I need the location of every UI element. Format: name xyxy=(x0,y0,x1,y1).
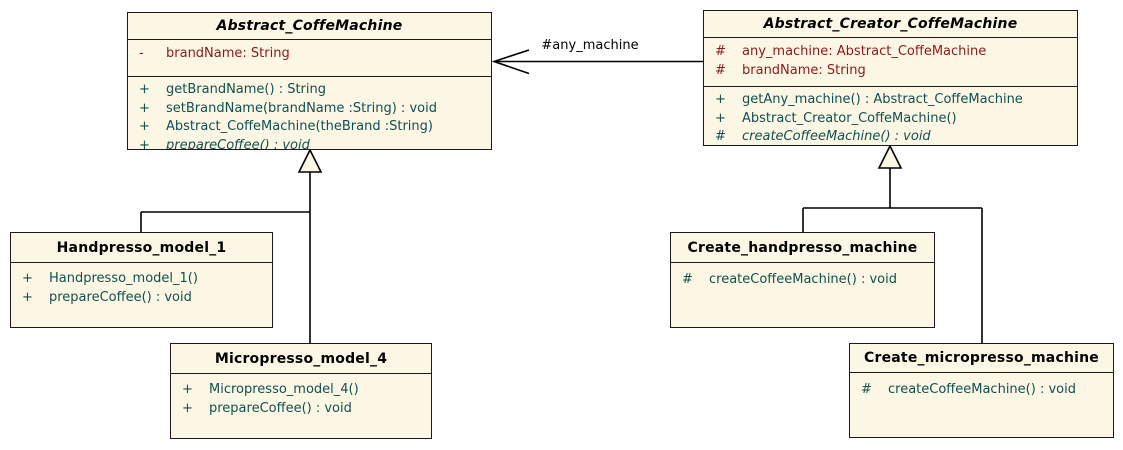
visibility-sign: # xyxy=(715,44,726,59)
visibility-sign: + xyxy=(715,92,726,107)
member-row: + Handpresso_model_1() xyxy=(11,270,272,289)
member-text: any_machine: Abstract_CoffeMachine xyxy=(742,44,987,59)
inheritance-triangle-icon xyxy=(297,148,323,173)
methods-compartment: # createCoffeeMachine() : void xyxy=(671,262,934,327)
visibility-sign: + xyxy=(139,82,150,97)
member-row: + Abstract_Creator_CoffeMachine() xyxy=(704,110,1077,129)
member-text: brandName: String xyxy=(166,46,290,61)
visibility-sign: + xyxy=(22,289,33,305)
class-title: Handpresso_model_1 xyxy=(56,239,227,256)
visibility-sign: # xyxy=(715,62,726,78)
member-text: createCoffeeMachine() : void xyxy=(742,129,931,144)
member-text: brandName: String xyxy=(742,62,866,78)
member-text: Abstract_Creator_CoffeMachine() xyxy=(742,110,957,126)
class-box-micropresso-model-4: Micropresso_model_4 + Micropresso_model_4… xyxy=(170,343,432,439)
visibility-sign: # xyxy=(715,129,726,144)
member-row: # createCoffeeMachine() : void xyxy=(850,381,1113,400)
class-title: Create_micropresso_machine xyxy=(864,350,1099,366)
association-any-machine xyxy=(491,49,703,75)
class-title: Abstract_CoffeMachine xyxy=(216,18,403,34)
visibility-sign: + xyxy=(715,110,726,126)
member-row: + Abstract_CoffeMachine(theBrand :String) xyxy=(128,118,491,137)
methods-compartment: + getBrandName() : String + setBrandName(br… xyxy=(128,76,491,149)
member-row: + prepareCoffee() : void xyxy=(171,400,431,419)
member-text: createCoffeeMachine() : void xyxy=(888,382,1076,397)
member-row: + prepareCoffee() : void xyxy=(128,137,491,150)
class-box-handpresso-model-1: Handpresso_model_1 + Handpresso_model_1()… xyxy=(10,232,273,328)
attributes-compartment: - brandName: String xyxy=(128,39,491,76)
visibility-sign: # xyxy=(861,382,872,397)
member-text: prepareCoffee() : void xyxy=(49,289,192,305)
visibility-sign: + xyxy=(182,382,193,397)
member-row: # brandName: String xyxy=(704,62,1077,81)
open-arrowhead-icon xyxy=(491,49,530,75)
member-row: + prepareCoffee() : void xyxy=(11,289,272,308)
member-row: # createCoffeeMachine() : void xyxy=(704,128,1077,145)
visibility-sign: + xyxy=(139,100,150,116)
methods-compartment: + Micropresso_model_4() + prepareCoffee() :… xyxy=(171,373,431,438)
visibility-sign: + xyxy=(139,137,150,150)
member-text: getBrandName() : String xyxy=(166,82,327,97)
class-box-create-handpresso-machine: Create_handpresso_machine # createCoffeeM… xyxy=(670,232,935,328)
generalization-left xyxy=(140,148,323,343)
class-box-abstract-creator-coffemachine: Abstract_Creator_CoffeMachine # any_machi… xyxy=(703,10,1078,146)
visibility-sign: + xyxy=(182,400,193,416)
member-row: - brandName: String xyxy=(128,45,491,64)
member-text: prepareCoffee() : void xyxy=(209,400,352,416)
class-title: Abstract_Creator_CoffeMachine xyxy=(763,16,1018,32)
inheritance-triangle-icon xyxy=(877,144,903,169)
member-text: getAny_machine() : Abstract_CoffeMachine xyxy=(742,92,1023,107)
member-row: + getBrandName() : String xyxy=(128,81,491,100)
member-text: setBrandName(brandName :String) : void xyxy=(166,100,437,116)
generalization-right xyxy=(802,144,983,343)
visibility-sign: # xyxy=(682,272,693,287)
methods-compartment: + Handpresso_model_1() + prepareCoffee() : … xyxy=(11,262,272,327)
attributes-compartment: # any_machine: Abstract_CoffeMachine # bran… xyxy=(704,37,1077,86)
member-text: Abstract_CoffeMachine(theBrand :String) xyxy=(166,119,433,134)
visibility-sign: + xyxy=(139,119,150,134)
member-row: # any_machine: Abstract_CoffeMachine xyxy=(704,43,1077,62)
class-title: Micropresso_model_4 xyxy=(214,350,388,367)
member-text: Handpresso_model_1() xyxy=(49,271,198,286)
class-box-create-micropresso-machine: Create_micropresso_machine # createCoffee… xyxy=(849,343,1114,438)
member-text: createCoffeeMachine() : void xyxy=(709,272,897,287)
member-row: + setBrandName(brandName :String) : void xyxy=(128,100,491,119)
class-box-abstract-coffemachine: Abstract_CoffeMachine - brandName: String… xyxy=(127,12,492,150)
methods-compartment: + getAny_machine() : Abstract_CoffeMachin… xyxy=(704,86,1077,145)
member-text: Micropresso_model_4() xyxy=(209,382,359,397)
member-row: + getAny_machine() : Abstract_CoffeMachin… xyxy=(704,91,1077,110)
methods-compartment: # createCoffeeMachine() : void xyxy=(850,372,1113,437)
member-text: prepareCoffee() : void xyxy=(166,137,310,150)
member-row: # createCoffeeMachine() : void xyxy=(671,271,934,290)
class-title: Create_handpresso_machine xyxy=(687,239,918,256)
member-row: + Micropresso_model_4() xyxy=(171,381,431,400)
association-label: #any_machine xyxy=(541,38,639,53)
visibility-sign: + xyxy=(22,271,33,286)
visibility-sign: - xyxy=(139,46,144,61)
